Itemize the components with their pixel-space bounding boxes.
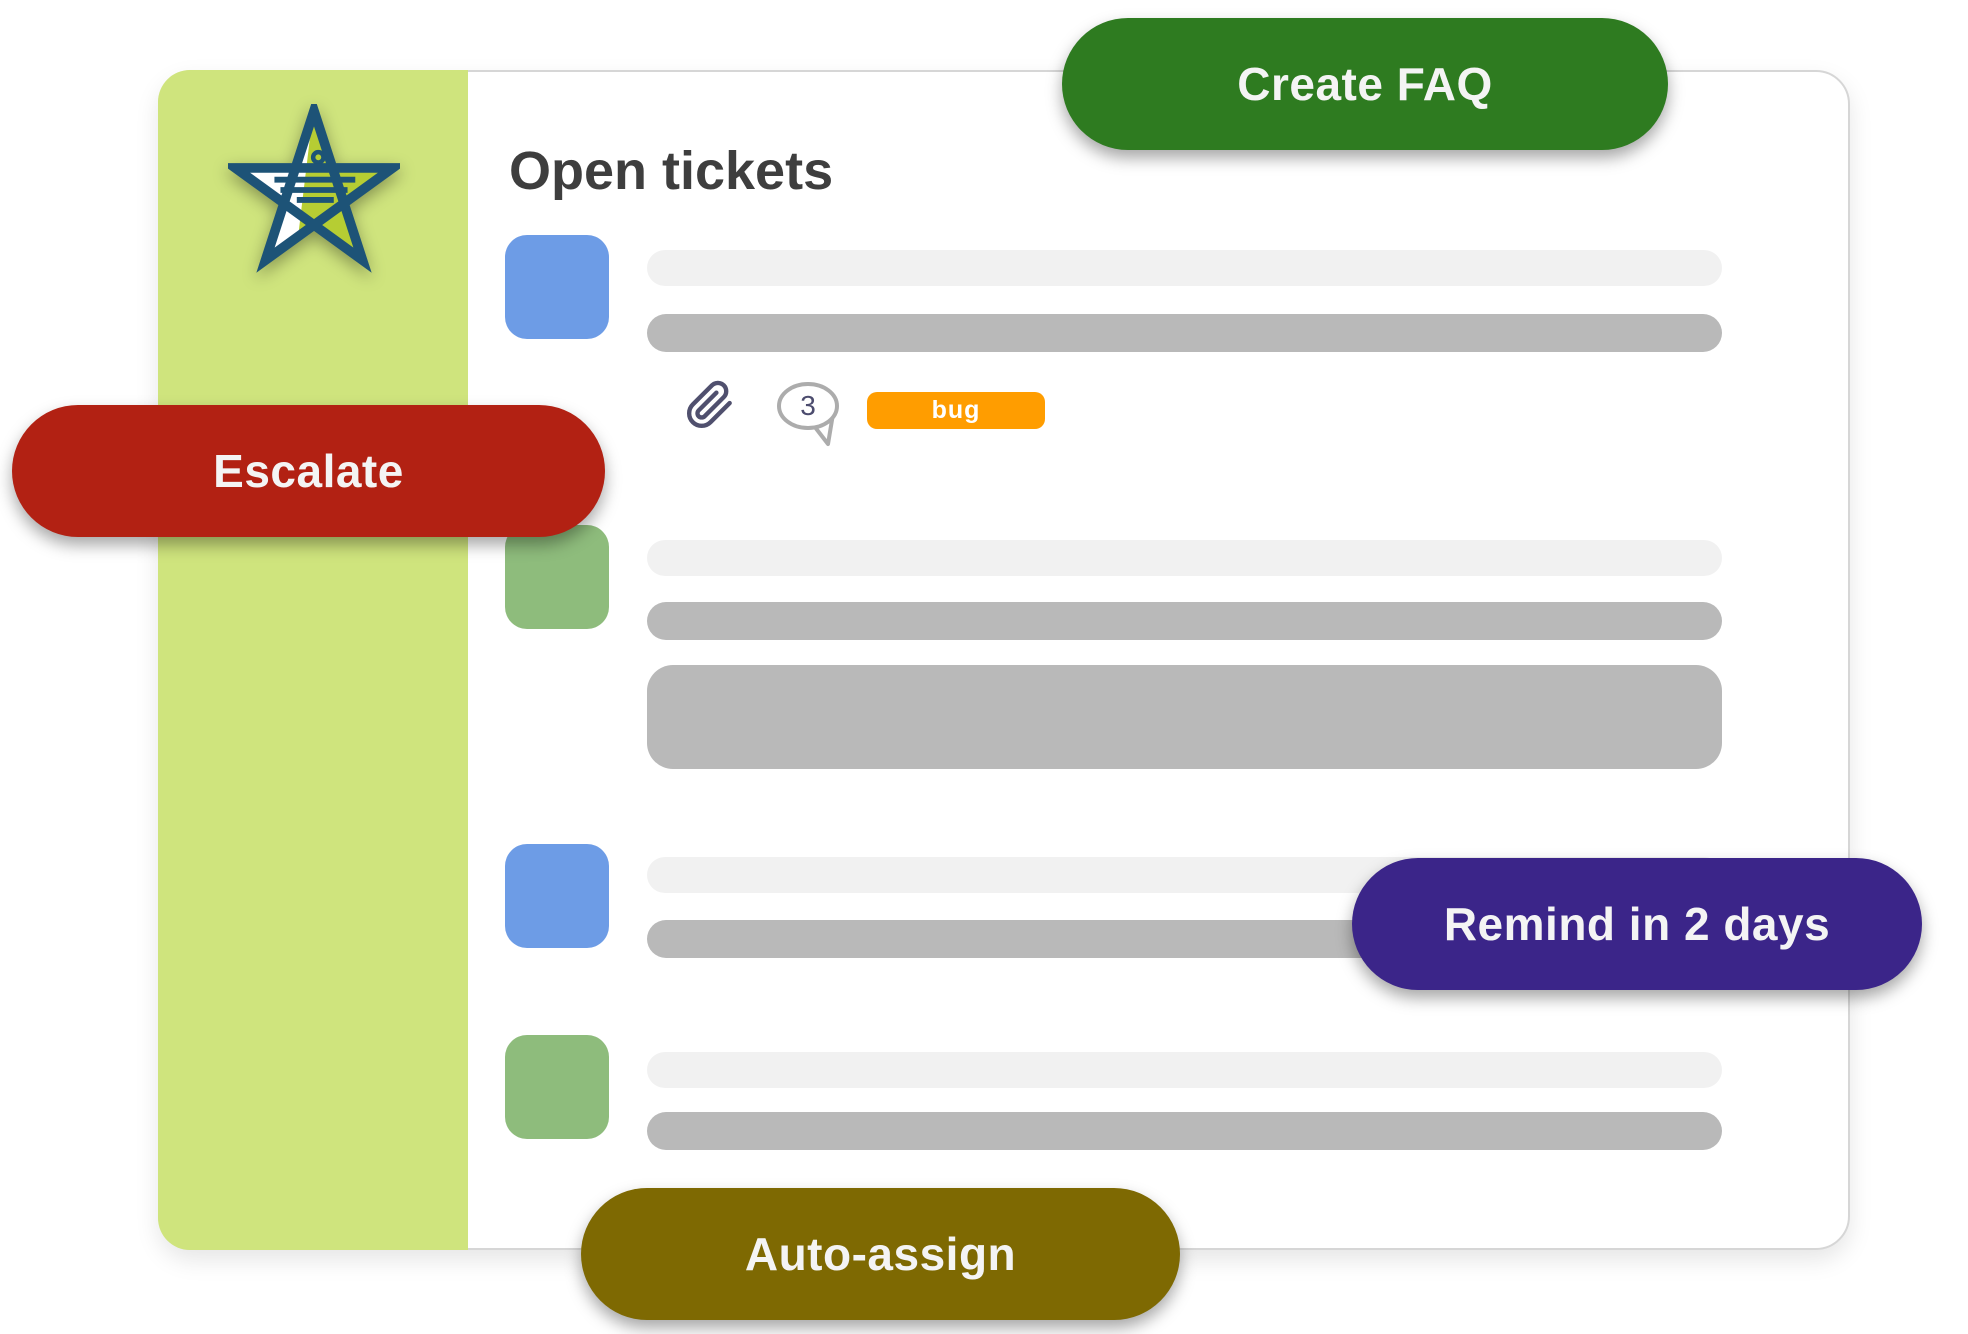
skeleton-title-bar: [647, 250, 1722, 286]
skeleton-text-bar: [647, 1112, 1722, 1150]
skeleton-text-bar: [647, 602, 1722, 640]
skeleton-description-block: [647, 665, 1722, 769]
paperclip-icon: [687, 380, 732, 428]
remind-in-2-days-button[interactable]: Remind in 2 days: [1352, 858, 1922, 990]
page-title: Open tickets: [509, 141, 834, 201]
star-logo-icon: [228, 104, 400, 273]
skeleton-title-bar: [647, 1052, 1722, 1088]
ticket-avatar: [505, 844, 609, 948]
skeleton-text-bar: [647, 314, 1722, 352]
ticket-avatar: [505, 235, 609, 339]
tickets-card: Open tickets 3 bug: [158, 70, 1850, 1250]
comment-bubble-icon: [777, 382, 839, 446]
ticket-avatar: [505, 525, 609, 629]
sidebar: [158, 70, 468, 1250]
skeleton-title-bar: [647, 540, 1722, 576]
escalate-button[interactable]: Escalate: [12, 405, 605, 537]
ticket-avatar: [505, 1035, 609, 1139]
comment-count: 3: [800, 390, 816, 421]
auto-assign-button[interactable]: Auto-assign: [581, 1188, 1180, 1320]
create-faq-button[interactable]: Create FAQ: [1062, 18, 1668, 150]
bug-tag[interactable]: bug: [867, 392, 1045, 429]
